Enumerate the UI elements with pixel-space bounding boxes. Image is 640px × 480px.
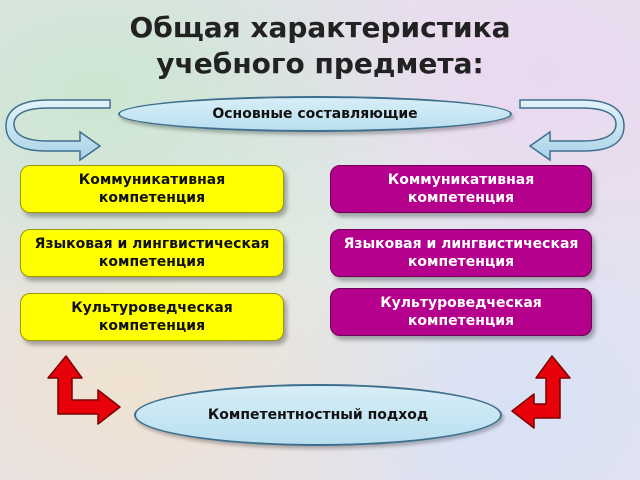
right-box-communicative: Коммуникативная компетенция — [330, 165, 592, 213]
left-box-label: Коммуникативная компетенция — [78, 172, 226, 206]
left-box-label: Языковая и лингвистическая компетенция — [34, 236, 270, 270]
right-box-cultural: Культуроведческая компетенция — [330, 288, 592, 336]
left-box-cultural: Культуроведческая компетенция — [20, 293, 284, 341]
curved-arrow-left-icon — [5, 99, 111, 162]
curved-arrow-right-icon — [519, 99, 625, 162]
red-bent-arrow-right-icon — [511, 355, 571, 429]
left-box-label: Культуроведческая компетенция — [71, 300, 233, 334]
left-box-communicative: Коммуникативная компетенция — [20, 165, 284, 213]
bottom-ellipse: Компетентностный подход — [134, 384, 502, 446]
right-box-label: Коммуникативная компетенция — [387, 172, 535, 206]
bottom-ellipse-label: Компетентностный подход — [207, 407, 429, 423]
right-box-label: Языковая и лингвистическая компетенция — [343, 236, 579, 270]
page-title: Общая характеристика учебного предмета: — [0, 10, 640, 82]
right-box-label: Культуроведческая компетенция — [380, 295, 542, 329]
red-bent-arrow-left-icon — [47, 355, 121, 425]
title-line-2: учебного предмета: — [156, 47, 484, 80]
left-box-linguistic: Языковая и лингвистическая компетенция — [20, 229, 284, 277]
right-box-linguistic: Языковая и лингвистическая компетенция — [330, 229, 592, 277]
top-ellipse: Основные составляющие — [118, 96, 512, 132]
title-line-1: Общая характеристика — [129, 11, 511, 44]
top-ellipse-label: Основные составляющие — [212, 106, 418, 122]
